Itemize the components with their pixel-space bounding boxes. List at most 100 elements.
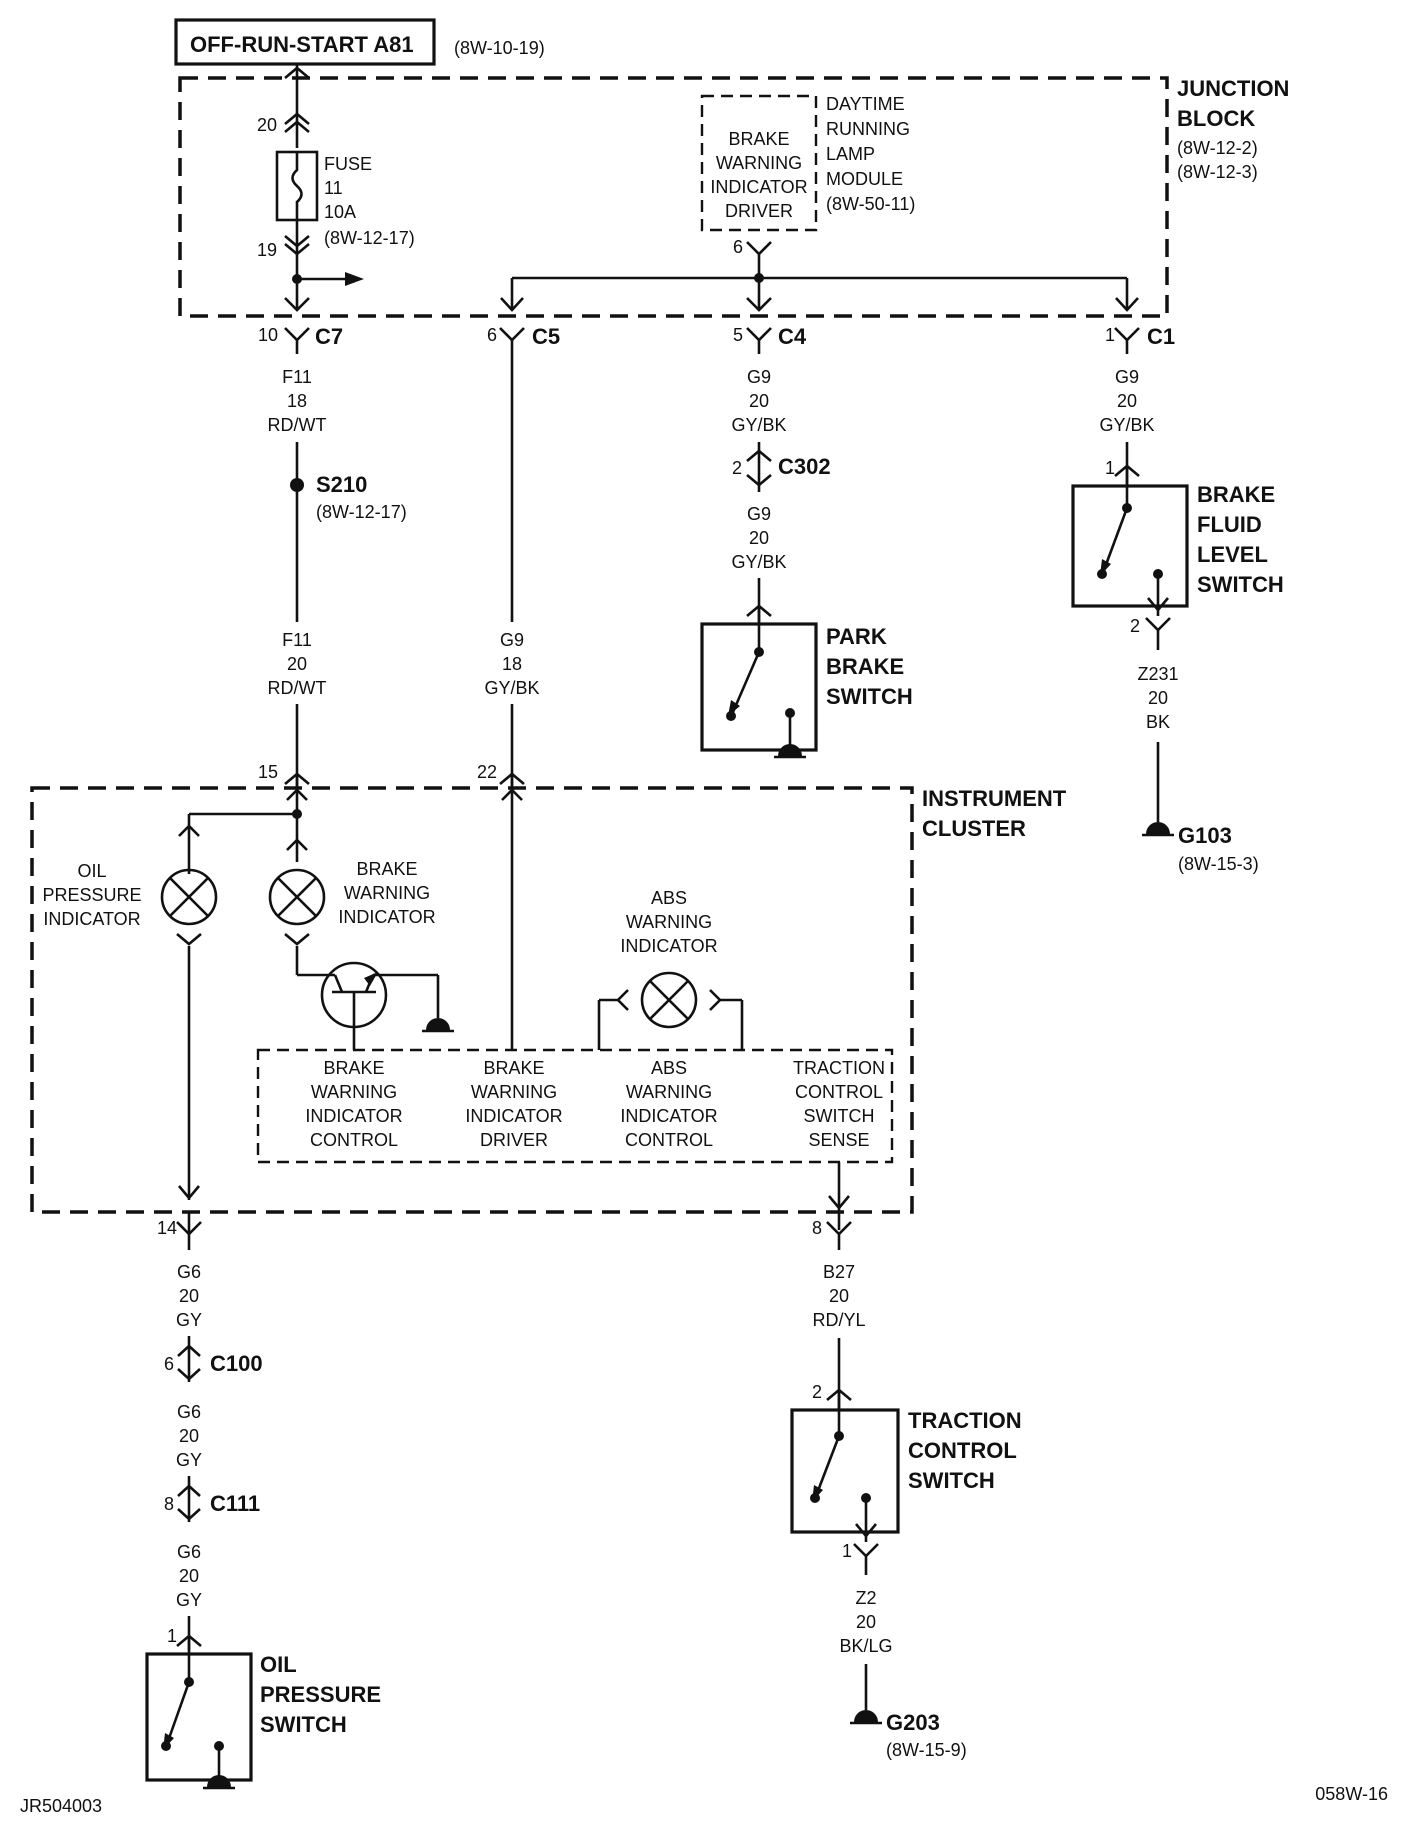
- module-cell-3-line-3: INDICATOR: [620, 1106, 717, 1126]
- wire-z231-color: BK: [1146, 712, 1170, 732]
- circuit-label-box: [174, 18, 436, 66]
- ground-g203-ref: (8W-15-9): [886, 1740, 967, 1760]
- junction-block-ref-1: (8W-12-2): [1177, 138, 1258, 158]
- module-cell-1-line-3: INDICATOR: [305, 1106, 402, 1126]
- wire-f11-lower-color: RD/WT: [268, 678, 327, 698]
- oil-indicator-label-3: INDICATOR: [43, 909, 140, 929]
- module-box-line-4: DRIVER: [725, 201, 793, 221]
- module-box-line-2: WARNING: [716, 153, 802, 173]
- wire-g9-c4-lower-gauge: 20: [749, 528, 769, 548]
- traction-switch-label-3: SWITCH: [908, 1468, 995, 1493]
- park-brake-label-2: BRAKE: [826, 654, 904, 679]
- module-cell-4-line-1: TRACTION: [793, 1058, 885, 1078]
- module-cell-2-line-2: WARNING: [471, 1082, 557, 1102]
- brake-fluid-level-switch: [1071, 468, 1189, 616]
- wire-g6-a-circuit: G6: [177, 1262, 201, 1282]
- wire-z231-circuit: Z231: [1137, 664, 1178, 684]
- wire-f11-lower-gauge: 20: [287, 654, 307, 674]
- wire-g9-c4-upper-color: GY/BK: [731, 415, 786, 435]
- ground-icon: [207, 1775, 231, 1787]
- cluster-pin-14: 14: [157, 1218, 177, 1238]
- brake-fluid-label-2: FLUID: [1197, 512, 1262, 537]
- brake-fluid-pin-top: 1: [1105, 458, 1115, 478]
- connector-c100-name: C100: [210, 1351, 263, 1376]
- wire-f11-upper-color: RD/WT: [268, 415, 327, 435]
- drl-module-pin: 6: [733, 237, 743, 257]
- wire-z231-gauge: 20: [1148, 688, 1168, 708]
- oil-indicator-label-2: PRESSURE: [42, 885, 141, 905]
- brake-indicator-label-2: WARNING: [344, 883, 430, 903]
- connector-c1-pin: 1: [1105, 325, 1115, 345]
- wire-g6-c-circuit: G6: [177, 1542, 201, 1562]
- oil-switch-pin: 1: [167, 1626, 177, 1646]
- abs-indicator-label-1: ABS: [651, 888, 687, 908]
- cluster-pin-22: 22: [477, 762, 497, 782]
- oil-switch-label-2: PRESSURE: [260, 1682, 381, 1707]
- module-cell-4-line-2: CONTROL: [795, 1082, 883, 1102]
- connector-c7-pin: 10: [258, 325, 278, 345]
- park-brake-switch: [700, 608, 818, 759]
- drl-module-line-1: DAYTIME: [826, 94, 905, 114]
- module-box-line-3: INDICATOR: [710, 177, 807, 197]
- park-brake-label-1: PARK: [826, 624, 887, 649]
- wire-g9-c5-gauge: 18: [502, 654, 522, 674]
- instrument-cluster-title-1: INSTRUMENT: [922, 786, 1067, 811]
- connector-c7: [284, 327, 310, 354]
- wire-g9-c1-color: GY/BK: [1099, 415, 1154, 435]
- wire-z2-circuit: Z2: [855, 1588, 876, 1608]
- ground-icon: [854, 1710, 878, 1722]
- instrument-cluster-boundary: [30, 786, 914, 1214]
- wire-z2-color: BK/LG: [839, 1636, 892, 1656]
- oil-pressure-switch: [145, 1638, 253, 1790]
- connector-c100: [177, 1336, 201, 1382]
- instrument-cluster-title-2: CLUSTER: [922, 816, 1026, 841]
- module-cell-2-line-1: BRAKE: [483, 1058, 544, 1078]
- module-box-line-1: BRAKE: [728, 129, 789, 149]
- brake-fluid-pin-bottom: 2: [1130, 616, 1140, 636]
- brake-fluid-label-4: SWITCH: [1197, 572, 1284, 597]
- junction-block-title-1: JUNCTION: [1177, 76, 1289, 101]
- wire-f11-upper-gauge: 18: [287, 391, 307, 411]
- brake-indicator-label-3: INDICATOR: [338, 907, 435, 927]
- cluster-pin-15: 15: [258, 762, 278, 782]
- connector-c7-name: C7: [315, 324, 343, 349]
- abs-indicator-label-3: INDICATOR: [620, 936, 717, 956]
- module-cell-2-line-4: DRIVER: [480, 1130, 548, 1150]
- connector-c5-name: C5: [532, 324, 560, 349]
- drl-module-ref: (8W-50-11): [826, 194, 915, 214]
- connector-c1: [1114, 327, 1140, 354]
- connector-c302-pin: 2: [732, 458, 742, 478]
- traction-pin-bottom: 1: [842, 1541, 852, 1561]
- wire-g6-b-gauge: 20: [179, 1426, 199, 1446]
- ground-icon: [1146, 822, 1170, 834]
- park-brake-label-3: SWITCH: [826, 684, 913, 709]
- oil-indicator-label-1: OIL: [77, 861, 106, 881]
- module-cell-2-line-3: INDICATOR: [465, 1106, 562, 1126]
- connector-c1-name: C1: [1147, 324, 1175, 349]
- wire-f11-lower-circuit: F11: [282, 630, 312, 650]
- wire-g6-a-color: GY: [176, 1310, 202, 1330]
- brake-warning-driver-box: [700, 94, 818, 232]
- brake-fluid-label-3: LEVEL: [1197, 542, 1268, 567]
- wire-g6-b-color: GY: [176, 1450, 202, 1470]
- module-cell-3-line-4: CONTROL: [625, 1130, 713, 1150]
- module-cell-1-line-1: BRAKE: [323, 1058, 384, 1078]
- wire-g9-c4-upper-gauge: 20: [749, 391, 769, 411]
- brake-indicator-label-1: BRAKE: [356, 859, 417, 879]
- abs-indicator-label-2: WARNING: [626, 912, 712, 932]
- module-cell-1-line-2: WARNING: [311, 1082, 397, 1102]
- wire-b27-circuit: B27: [823, 1262, 855, 1282]
- connector-c111-name: C111: [210, 1491, 260, 1516]
- fuse-label: FUSE: [324, 154, 372, 174]
- traction-switch-label-1: TRACTION: [908, 1408, 1022, 1433]
- wire-z2-gauge: 20: [856, 1612, 876, 1632]
- splice-s210: [290, 478, 304, 492]
- ground-g103-name: G103: [1178, 823, 1232, 848]
- ground-icon: [426, 1018, 450, 1030]
- fuse-11-circuit: [275, 64, 364, 312]
- module-cell-4-line-3: SWITCH: [804, 1106, 875, 1126]
- wire-g9-c1-circuit: G9: [1115, 367, 1139, 387]
- connector-c4-name: C4: [778, 324, 807, 349]
- circuit-label: OFF-RUN-START A81: [190, 32, 414, 57]
